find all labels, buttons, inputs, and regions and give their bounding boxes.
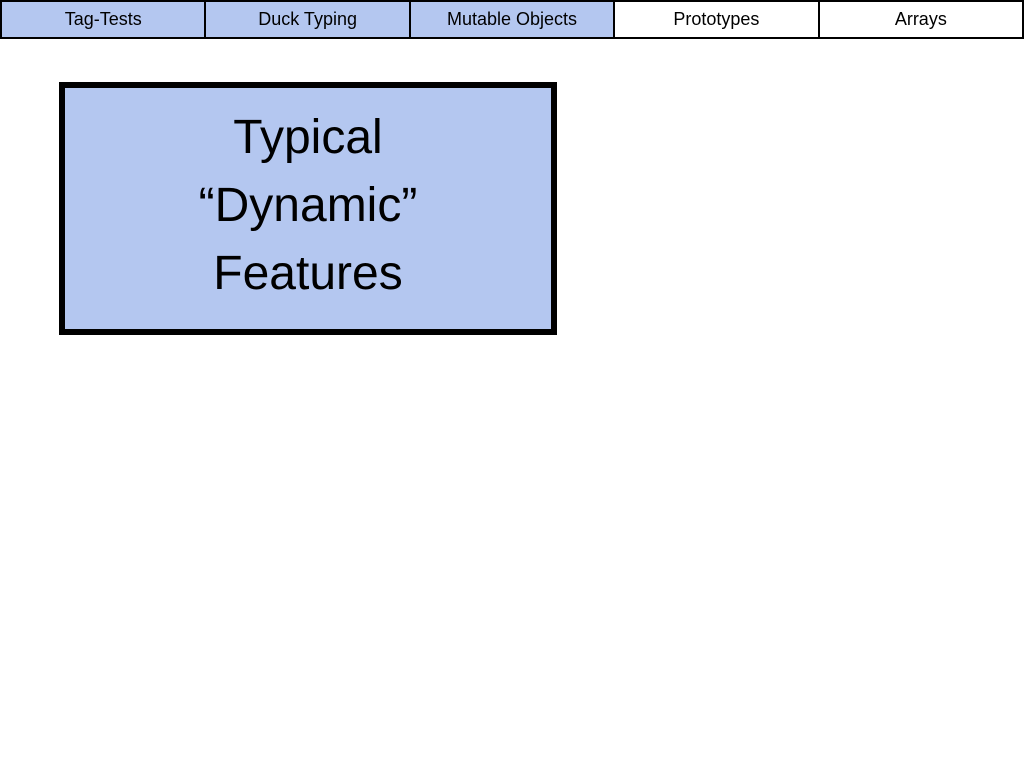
title-line-1: Typical <box>233 110 383 164</box>
title-box: Typical “Dynamic” Features <box>59 82 557 335</box>
tab-arrays[interactable]: Arrays <box>817 0 1024 39</box>
title-line-2: “Dynamic” <box>198 178 418 232</box>
tab-tag-tests[interactable]: Tag-Tests <box>0 0 207 39</box>
slide-title: Typical “Dynamic” Features <box>199 104 418 308</box>
tab-prototypes[interactable]: Prototypes <box>613 0 820 39</box>
tab-mutable-objects[interactable]: Mutable Objects <box>408 0 616 39</box>
section-tab-bar: Tag-Tests Duck Typing Mutable Objects Pr… <box>0 0 1024 39</box>
tab-duck-typing[interactable]: Duck Typing <box>204 0 411 39</box>
title-line-3: Features <box>213 246 403 300</box>
